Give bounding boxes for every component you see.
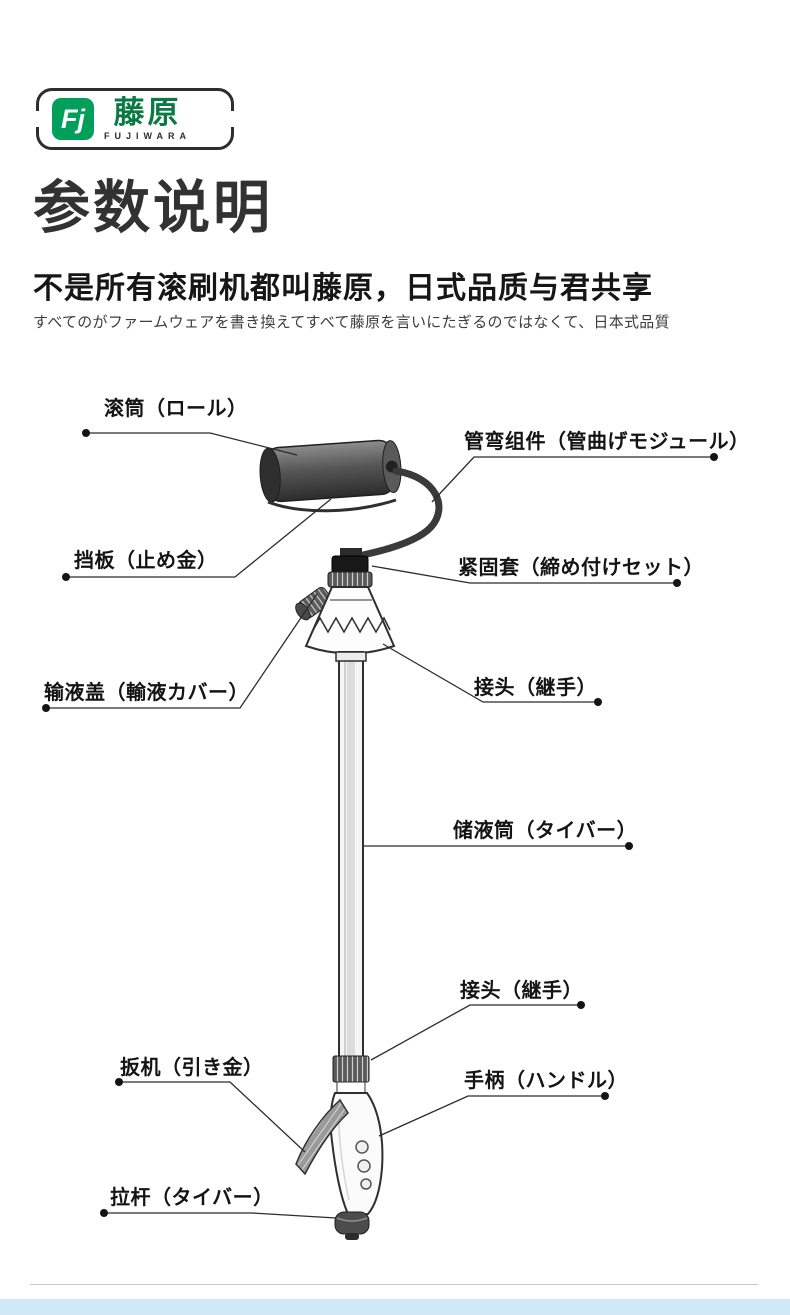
brand-text: 藤原 FUJIWARA	[104, 97, 191, 141]
next-section-strip	[0, 1299, 790, 1315]
locking-sleeve-drawing	[327, 548, 373, 588]
brand-name-cn: 藤原	[113, 95, 182, 130]
callout-label-joint-upper: 接头（継手）	[474, 677, 597, 699]
callout-label-trigger: 扳机（引き金）	[120, 1057, 264, 1079]
callout-label-infusion-cap: 输液盖（輸液カバー）	[44, 682, 249, 704]
callout-label-pull-rod: 拉杆（タイバー）	[110, 1187, 274, 1209]
bend-pipe-drawing	[359, 467, 443, 559]
pull-rod-drawing	[334, 1211, 370, 1240]
callout-lines	[46, 432, 714, 1219]
brand-logo: Fj 藤原 FUJIWARA	[36, 88, 234, 150]
callout-label-handle: 手柄（ハンドル）	[464, 1070, 628, 1092]
page-subtitle-jp: すべてのがファームウェアを書き換えてすべて藤原を言いにたぎるのではなくて、日本式…	[33, 314, 670, 331]
callout-label-reservoir-tube: 储液筒（タイバー）	[453, 820, 638, 842]
trigger-drawing	[295, 1098, 349, 1176]
brand-logo-icon: Fj	[52, 98, 94, 140]
callout-dots	[42, 429, 718, 1217]
callout-label-baffle: 挡板（止め金）	[74, 550, 218, 572]
footer-divider	[30, 1284, 758, 1285]
callout-label-roller: 滚筒（ロール）	[104, 398, 248, 420]
brand-monogram: Fj	[61, 103, 85, 134]
roller-drawing	[259, 439, 402, 513]
callout-label-joint-lower: 接头（継手）	[460, 980, 583, 1002]
callout-label-bend-module: 管弯组件（管曲げモジュール）	[464, 431, 750, 453]
page-title: 参数说明	[33, 176, 273, 240]
joint-lower-drawing	[332, 1055, 370, 1094]
brand-name-en: FUJIWARA	[104, 131, 191, 141]
page-subtitle: 不是所有滚刷机都叫藤原，日式品质与君共享	[33, 272, 653, 305]
callout-label-locking-sleeve: 紧固套（締め付けセット）	[458, 557, 704, 579]
reservoir-tube-drawing	[335, 651, 367, 1061]
